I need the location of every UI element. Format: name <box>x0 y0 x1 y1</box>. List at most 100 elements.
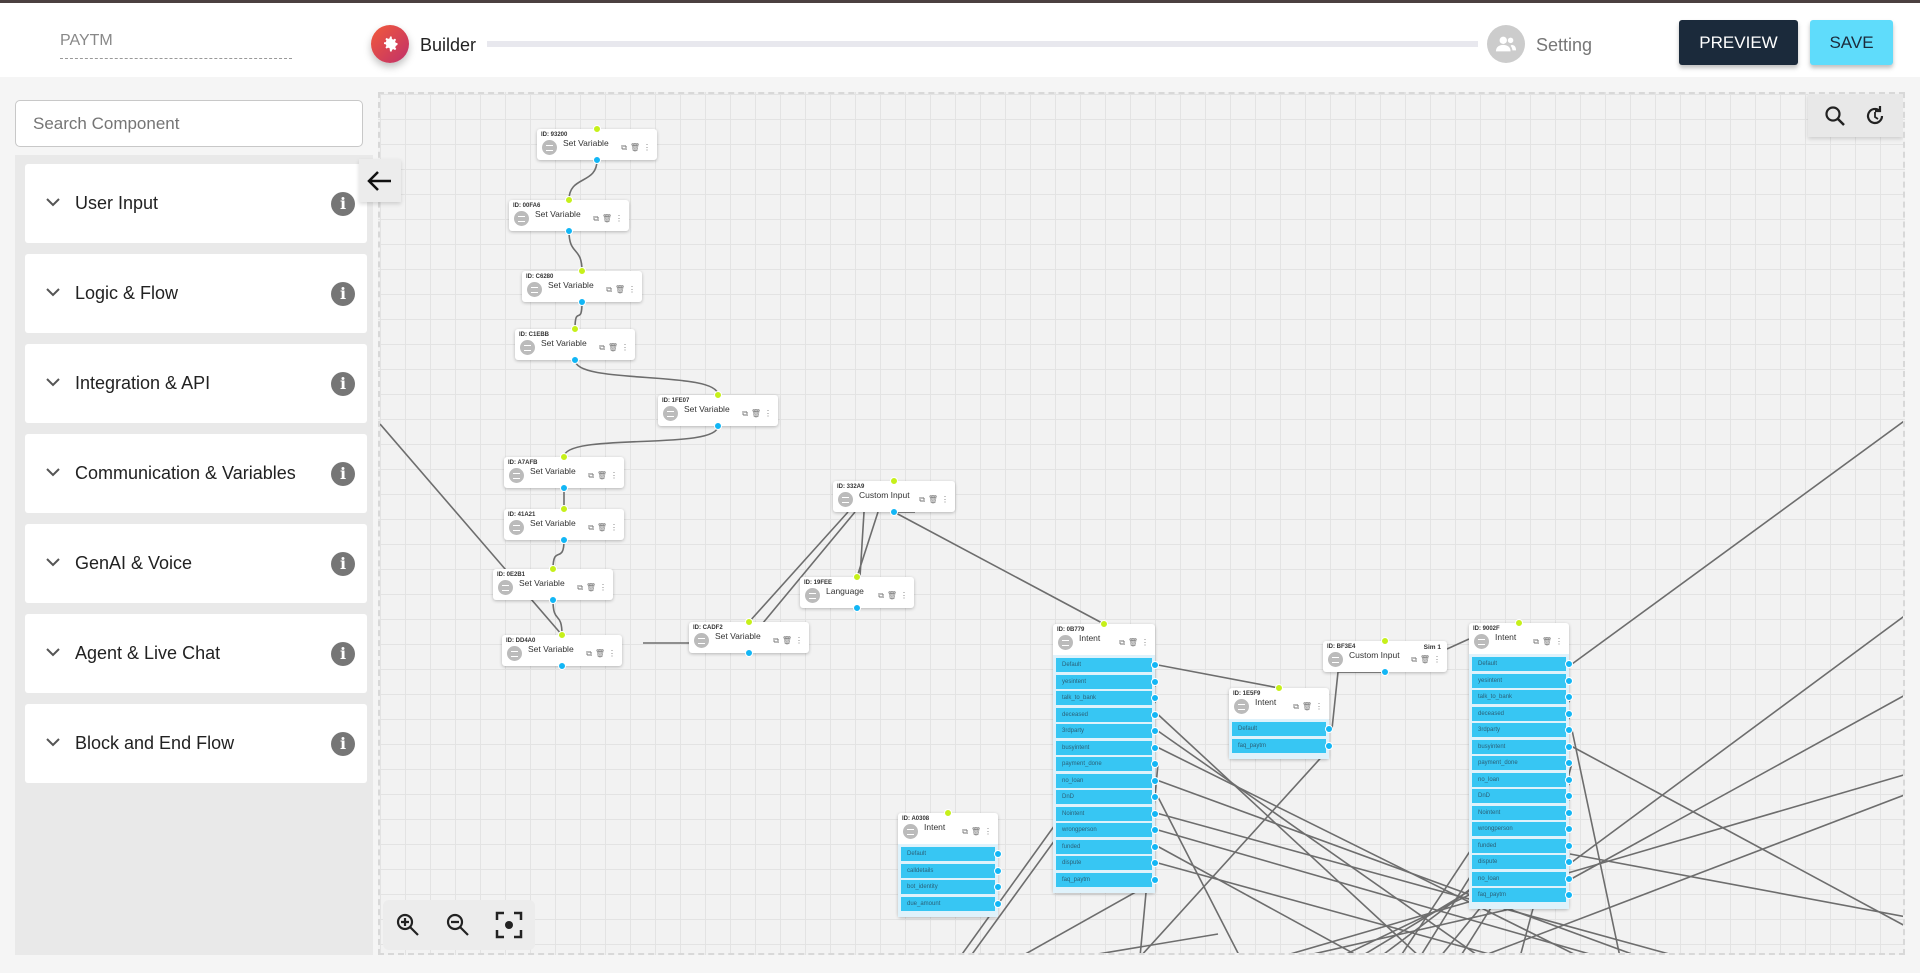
edge[interactable] <box>1157 812 1680 956</box>
intent-row[interactable]: Nointent <box>1056 806 1159 821</box>
intent-output-handle[interactable] <box>1151 727 1159 735</box>
edge[interactable] <box>568 159 598 201</box>
more-menu-icon[interactable]: ⋮ <box>900 591 908 600</box>
edge[interactable] <box>1446 638 1470 650</box>
trash-icon[interactable]: 🗑︎ <box>1127 638 1138 647</box>
intent-row[interactable]: DnD <box>1472 789 1573 803</box>
trash-icon[interactable]: 🗑︎ <box>585 583 596 592</box>
intent-row[interactable]: DnD <box>1056 790 1159 804</box>
intent-row[interactable]: dispute <box>1056 856 1159 870</box>
copy-icon[interactable]: ⧉ <box>588 471 594 480</box>
more-menu-icon[interactable]: ⋮ <box>941 495 949 504</box>
intent-output-handle[interactable] <box>1565 874 1573 883</box>
intent-output-handle[interactable] <box>1565 726 1573 734</box>
intent-output-handle[interactable] <box>1151 809 1159 818</box>
more-menu-icon[interactable]: ⋮ <box>1141 638 1149 647</box>
output-handle[interactable] <box>1381 668 1389 676</box>
info-icon[interactable]: i <box>331 371 355 396</box>
intent-row[interactable]: calldetails <box>901 863 1002 878</box>
intent-output-handle[interactable] <box>1151 793 1159 801</box>
more-menu-icon[interactable]: ⋮ <box>621 343 629 352</box>
copy-icon[interactable]: ⧉ <box>962 827 968 836</box>
input-handle[interactable] <box>745 618 753 626</box>
output-handle[interactable] <box>549 596 557 604</box>
edge[interactable] <box>1571 694 1905 880</box>
input-handle[interactable] <box>560 453 568 461</box>
trash-icon[interactable]: 🗑︎ <box>1301 702 1312 711</box>
refresh-icon[interactable] <box>1863 104 1887 128</box>
intent-row[interactable]: busyintent <box>1472 739 1573 754</box>
copy-icon[interactable]: ⧉ <box>919 495 925 504</box>
more-menu-icon[interactable]: ⋮ <box>610 523 618 532</box>
copy-icon[interactable]: ⧉ <box>742 409 748 418</box>
gear-icon[interactable] <box>371 25 409 63</box>
trash-icon[interactable]: 🗑︎ <box>927 495 938 504</box>
intent-output-handle[interactable] <box>994 883 1002 891</box>
intent-row[interactable]: talk_to_bank <box>1056 691 1159 705</box>
trash-icon[interactable]: 🗑︎ <box>750 409 761 418</box>
intent-row[interactable]: dispute <box>1472 855 1573 869</box>
edge[interactable] <box>1571 745 1905 928</box>
trash-icon[interactable]: 🗑︎ <box>601 214 612 223</box>
edge[interactable] <box>1280 774 1905 955</box>
intent-output-handle[interactable] <box>1565 858 1573 866</box>
intent-output-handle[interactable] <box>1151 776 1159 785</box>
input-handle[interactable] <box>890 477 898 485</box>
edge[interactable] <box>1157 862 1500 955</box>
info-icon[interactable]: i <box>331 641 355 666</box>
output-handle[interactable] <box>890 508 898 516</box>
edge[interactable] <box>574 359 719 396</box>
preview-button[interactable]: PREVIEW <box>1679 20 1798 65</box>
intent-output-handle[interactable] <box>1151 743 1159 752</box>
intent-output-handle[interactable] <box>1565 825 1573 833</box>
more-menu-icon[interactable]: ⋮ <box>1433 655 1441 664</box>
intent-output-handle[interactable] <box>1151 677 1159 686</box>
intent-row[interactable]: funded <box>1472 838 1573 853</box>
edge[interactable] <box>1157 713 1420 956</box>
intent-output-handle[interactable] <box>1151 859 1159 867</box>
more-menu-icon[interactable]: ⋮ <box>1315 702 1323 711</box>
intent-row[interactable]: faq_paytm <box>1472 888 1573 902</box>
intent-output-handle[interactable] <box>1565 660 1573 668</box>
intent-row[interactable]: faq_paytm <box>1056 872 1159 887</box>
edge[interactable] <box>1157 746 1580 956</box>
intent-row[interactable]: payment_done <box>1056 757 1159 771</box>
info-icon[interactable]: i <box>331 461 355 486</box>
trash-icon[interactable]: 🗑︎ <box>596 471 607 480</box>
copy-icon[interactable]: ⧉ <box>593 214 599 223</box>
intent-row[interactable]: Default <box>1056 658 1159 672</box>
intent-output-handle[interactable] <box>1565 759 1573 767</box>
intent-output-handle[interactable] <box>1151 710 1159 719</box>
edge[interactable] <box>1571 614 1905 863</box>
more-menu-icon[interactable]: ⋮ <box>764 409 772 418</box>
trash-icon[interactable]: 🗑︎ <box>594 649 605 658</box>
copy-icon[interactable]: ⧉ <box>1119 638 1125 647</box>
edge[interactable] <box>1157 779 1640 956</box>
intent-row[interactable]: no_loan <box>1056 773 1159 788</box>
input-handle[interactable] <box>853 573 861 581</box>
output-handle[interactable] <box>745 649 753 657</box>
intent-row[interactable]: due_amount <box>901 896 1002 911</box>
intent-output-handle[interactable] <box>1565 676 1573 685</box>
edge[interactable] <box>859 511 865 578</box>
intent-row[interactable]: Default <box>901 847 1002 861</box>
trash-icon[interactable]: 🗑︎ <box>781 636 792 645</box>
input-handle[interactable] <box>1381 637 1389 645</box>
edge[interactable] <box>1571 729 1620 955</box>
info-icon[interactable]: i <box>331 731 355 756</box>
output-handle[interactable] <box>714 422 722 430</box>
intent-output-handle[interactable] <box>1565 775 1573 784</box>
edge[interactable] <box>1331 671 1339 730</box>
